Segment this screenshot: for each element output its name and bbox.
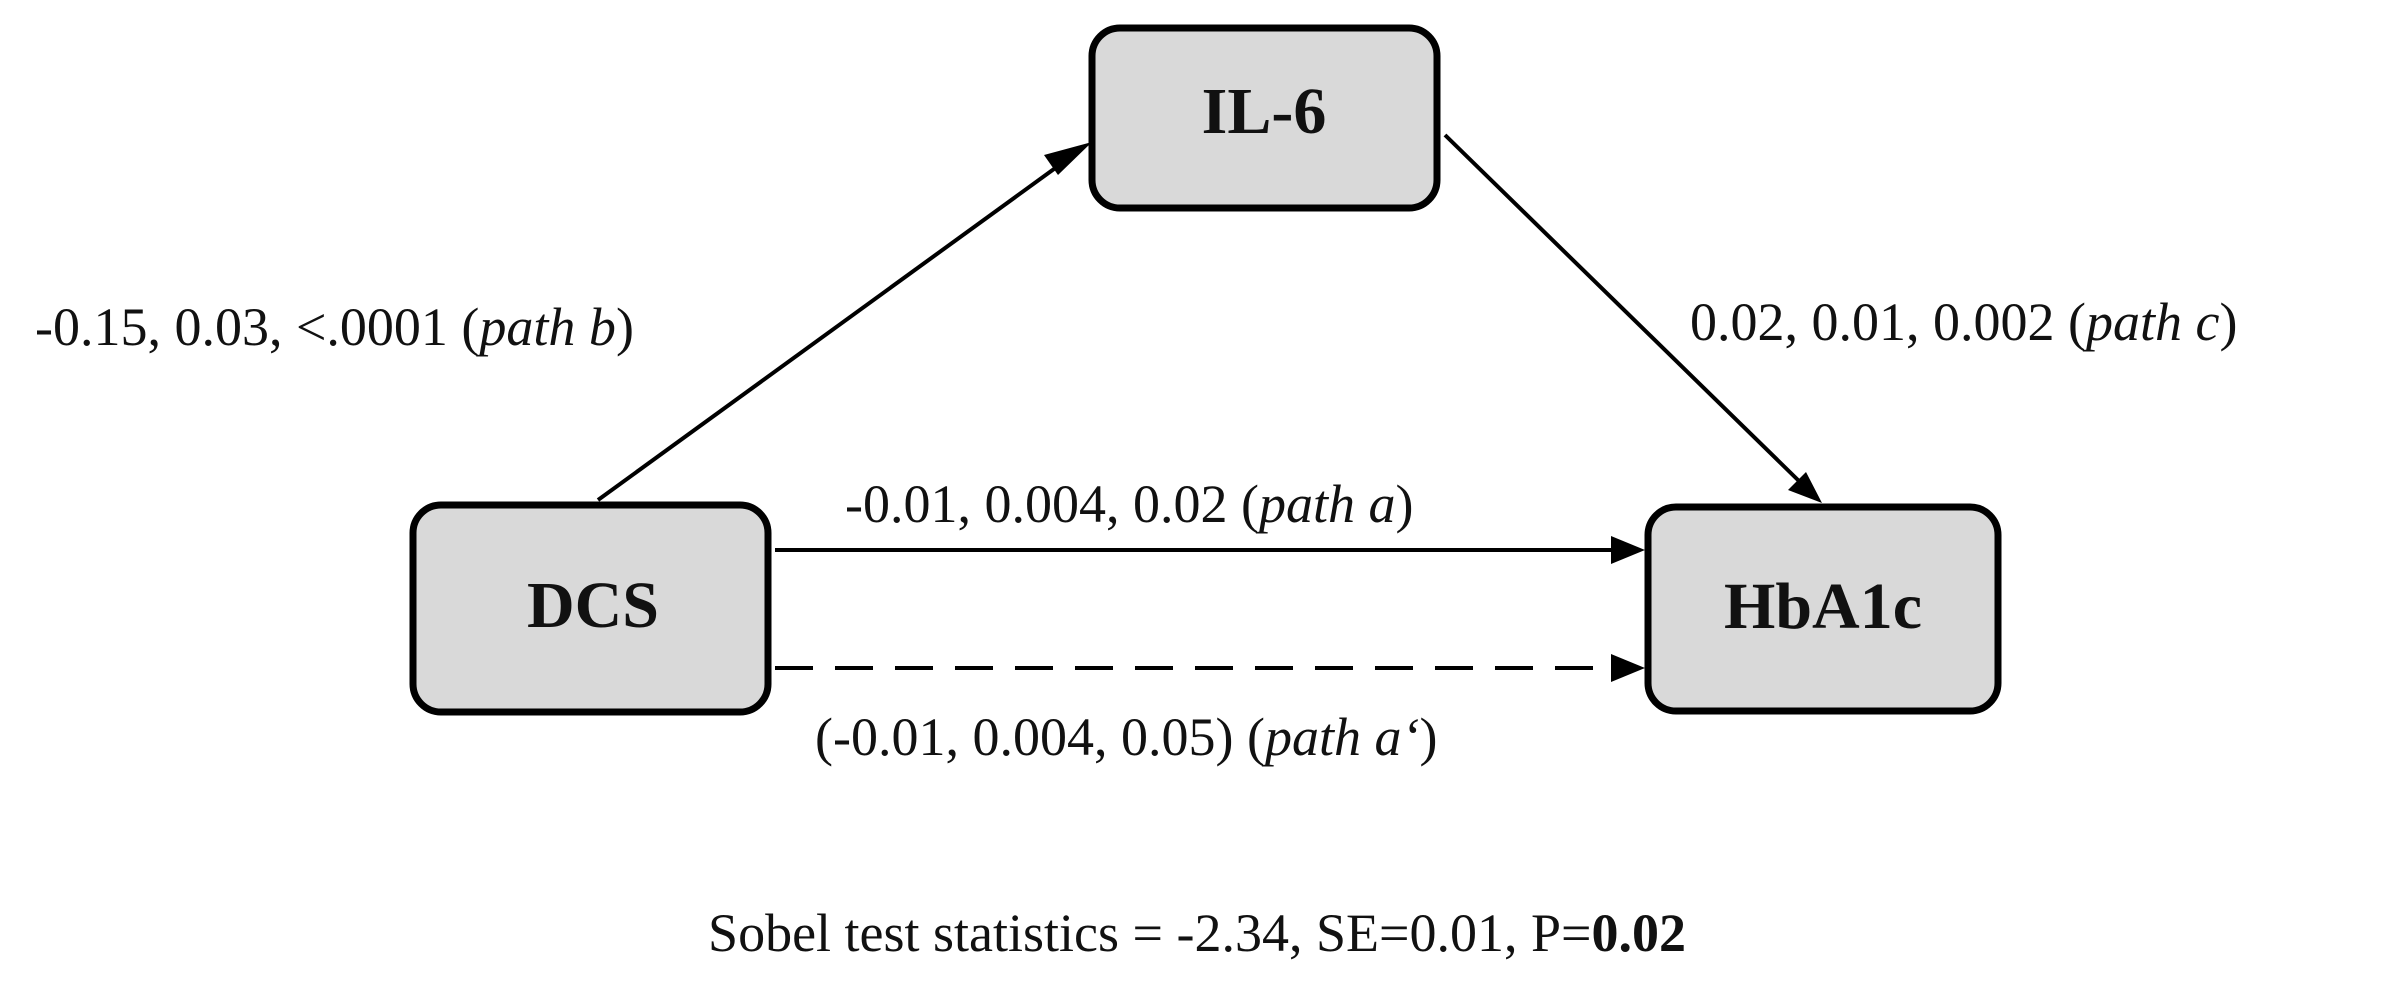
node-il6-label: IL-6 [1202, 75, 1327, 148]
path-a-prime-values: (-0.01, 0.004, 0.05) ( [815, 707, 1265, 767]
sobel-p-value: 0.02 [1591, 903, 1686, 963]
path-a-prime-name: path a‘ [1261, 707, 1420, 767]
path-b-values: -0.15, 0.03, <.0001 ( [35, 297, 479, 357]
path-c-close: ) [2219, 292, 2237, 352]
sobel-statistics-text: Sobel test statistics = -2.34, SE=0.01, … [708, 903, 1591, 963]
edge-path-a [775, 536, 1645, 564]
path-c-values: 0.02, 0.01, 0.002 ( [1690, 292, 2086, 352]
edge-label-path-c: 0.02, 0.01, 0.002 (path c) [1690, 292, 2237, 352]
path-a-values: -0.01, 0.004, 0.02 ( [845, 474, 1259, 534]
edge-label-path-a-prime: (-0.01, 0.004, 0.05) (path a‘) [815, 707, 1437, 767]
node-il6: IL-6 [1088, 24, 1441, 212]
edge-path-c [1443, 133, 1822, 503]
path-c-name: path c [2082, 292, 2220, 352]
path-a-name: path a [1255, 474, 1396, 534]
edge-path-a-prime [775, 654, 1645, 682]
arrow-head-path-c [1788, 472, 1822, 503]
node-dcs-label: DCS [527, 569, 659, 642]
node-dcs: DCS [409, 501, 772, 716]
arrow-head-path-a [1611, 536, 1645, 564]
sobel-statistics: Sobel test statistics = -2.34, SE=0.01, … [708, 903, 1686, 963]
path-a-close: ) [1395, 474, 1413, 534]
node-hba1c: HbA1c [1644, 503, 2002, 715]
edge-label-path-a: -0.01, 0.004, 0.02 (path a) [845, 474, 1413, 534]
arrow-head-path-a-prime [1611, 654, 1645, 682]
path-b-name: path b [475, 297, 616, 357]
edge-label-path-b: -0.15, 0.03, <.0001 (path b) [35, 297, 634, 357]
arrow-head-path-b [1044, 142, 1092, 175]
path-b-close: ) [616, 297, 634, 357]
node-hba1c-label: HbA1c [1724, 570, 1922, 643]
path-a-prime-close: ) [1419, 707, 1437, 767]
edge-path-b [596, 142, 1092, 502]
